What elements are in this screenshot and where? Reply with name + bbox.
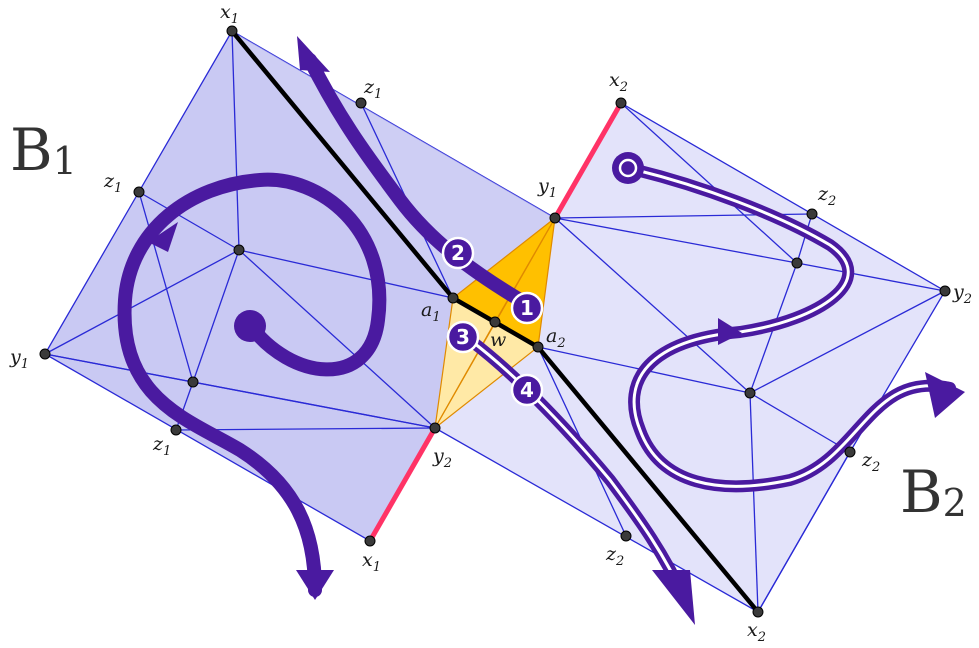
path-b2-inner [626,166,952,488]
vertex-a1 [447,292,459,304]
label-x1-top: x1 [220,1,239,27]
path-b2-arrow-end [925,372,965,418]
label-z1-left: z1 [103,170,122,196]
path-b2-start-ring [612,152,644,184]
badge-1: 1 [510,291,544,325]
path-b1-arrow-end [296,570,334,600]
block-label-b2: B2 [900,458,967,526]
vertex-z2-top [806,208,818,220]
vertex-y2-right [939,285,951,297]
label-x2-bottom: x2 [747,619,766,645]
label-w: w [490,329,506,351]
vertex-inner-b1 [187,376,199,388]
vertex-a2 [532,341,544,353]
pink-edge-y2-x1 [367,426,438,543]
vertex-z1-top [355,97,367,109]
vertex-w [489,316,501,328]
vertex-y2-mid [429,422,441,434]
path-b2-arrow-mid [718,318,742,345]
label-y2-mid: y2 [432,445,452,471]
badge-3: 3 [446,320,480,354]
vertex-center-b2 [744,387,756,399]
path-34-arrow [652,570,695,625]
badge-4: 4 [510,373,544,407]
vertex-x2-top [615,97,627,109]
path-b2-start-inner [618,158,638,178]
vertex-z2-right [844,446,856,458]
path-b1-spiral [117,172,387,597]
vertex-labels: x1 z1 z1 y1 z1 x1 y2 a1 w a2 y1 x2 z2 y2… [9,1,972,645]
label-z2-bottom: z2 [605,543,624,569]
vertex-y1-left [39,348,51,360]
label-z1-top: z1 [363,76,382,102]
label-y1-left: y1 [9,346,29,372]
svg-text:2: 2 [451,241,465,265]
vertex-z1-left [133,186,145,198]
vertex-x1-top [226,25,238,37]
block-label-b1: B1 [10,116,77,184]
label-y1-mid: y1 [537,175,557,201]
block-b1-pale-wedge [232,31,555,298]
badge-2: 2 [441,236,475,270]
vertex-inner-b2 [791,257,803,269]
label-y2-right: y2 [952,281,972,307]
pink-edge-y1-x2 [552,101,624,220]
label-a2: a2 [546,325,566,351]
vertex-z1-bottom [170,424,182,436]
label-z1-bottom: z1 [152,433,171,459]
path-2 [303,53,527,307]
block-b1-edges [44,30,454,431]
path-b1-start-dot [234,310,266,342]
svg-text:1: 1 [520,296,534,320]
vertex-z2-bottom [620,530,632,542]
label-a1: a1 [421,299,441,325]
vertex-y1-mid [549,212,561,224]
path-b1-arrow-mid [148,222,178,252]
path-2-arrow [297,36,330,72]
vertex-x1-bottom [364,535,376,547]
label-x2-top: x2 [609,69,628,95]
label-x1-bottom: x1 [362,549,381,575]
svg-text:3: 3 [456,325,470,349]
label-z2-right: z2 [861,449,880,475]
vertex-x2-bottom [752,606,764,618]
vertices [39,25,951,618]
vertex-center-b1 [233,244,245,256]
path-34-inner [468,338,687,602]
svg-text:4: 4 [520,378,534,402]
label-z2-top: z2 [817,183,836,209]
